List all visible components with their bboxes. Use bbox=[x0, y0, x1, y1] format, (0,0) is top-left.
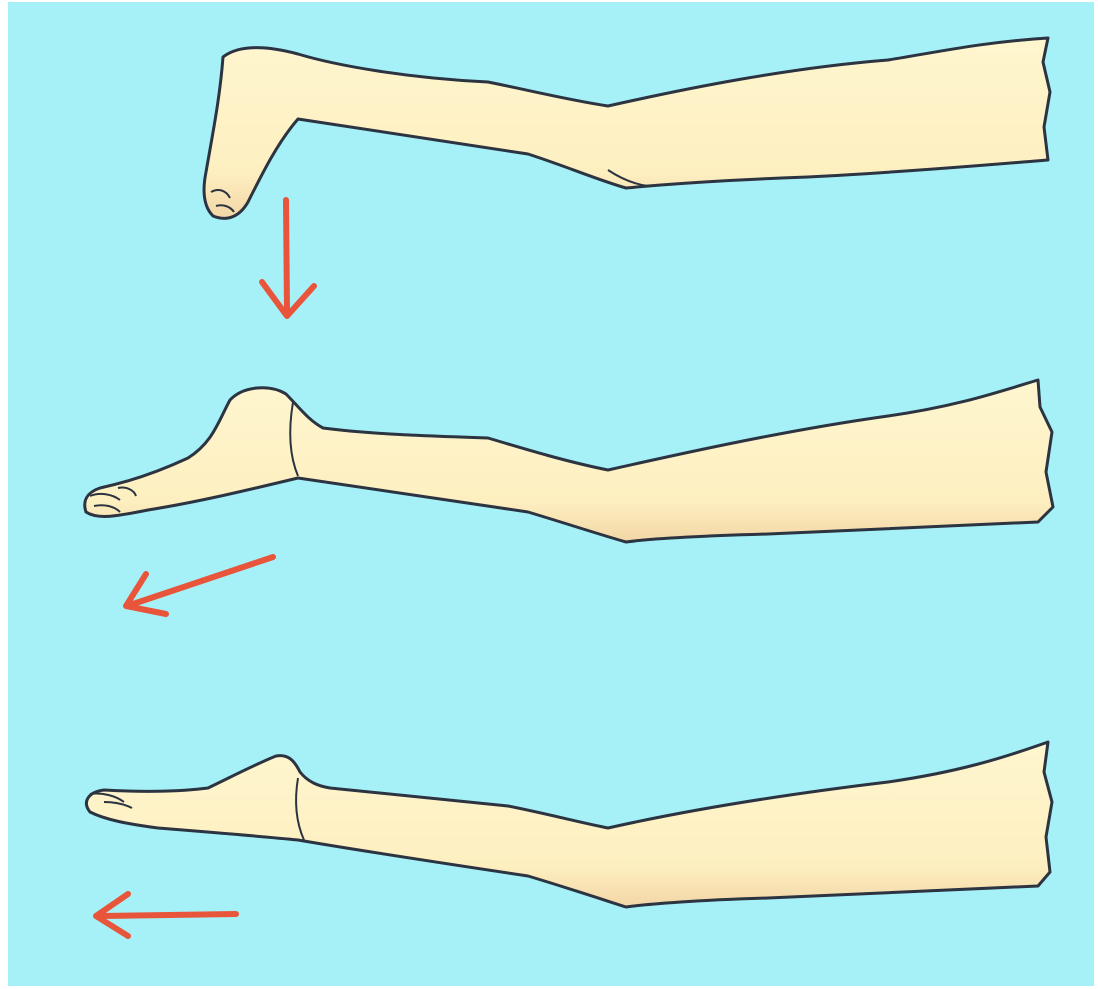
arm-stretch-illustration bbox=[8, 2, 1094, 986]
illustration-svg bbox=[8, 2, 1094, 986]
